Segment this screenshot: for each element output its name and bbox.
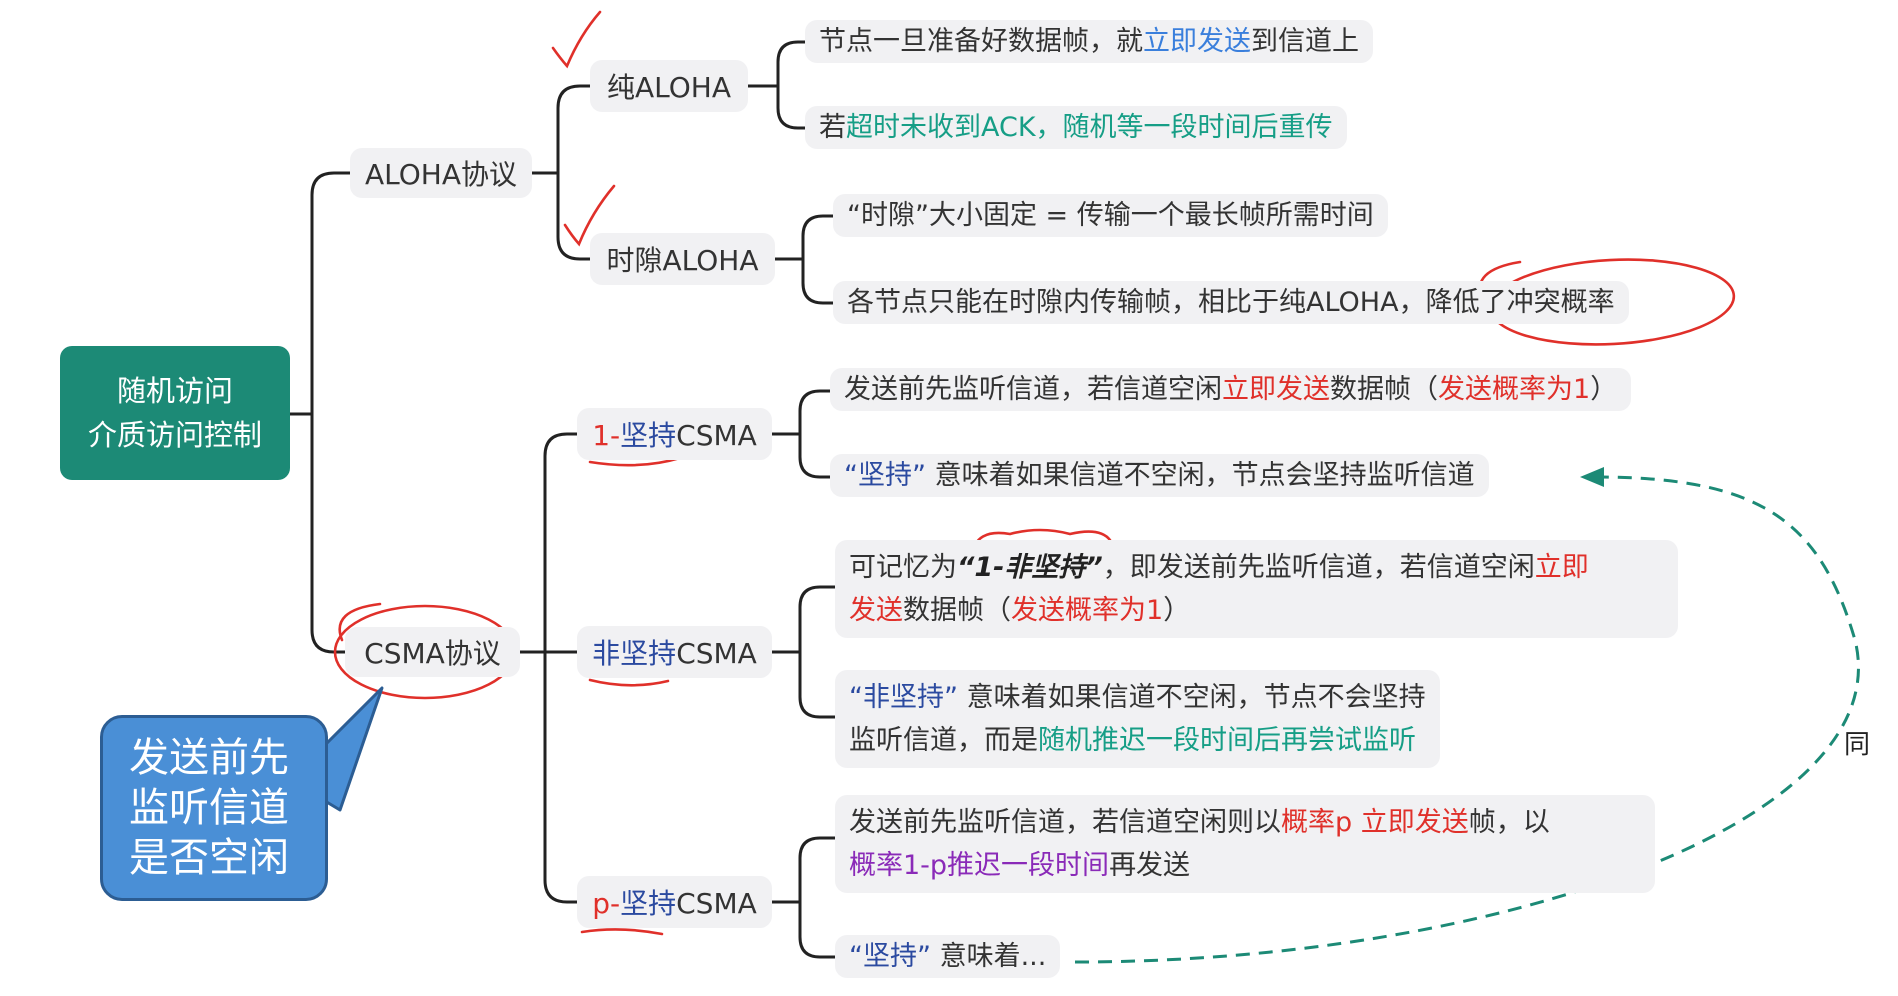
text: 发送前先监听信道，若信道空闲 bbox=[844, 374, 1222, 405]
highlight-text: 发送概率为1 bbox=[1438, 374, 1591, 405]
text: 意味着如果信道不空闲，节点会坚持监听信道 bbox=[925, 460, 1475, 491]
text: 数据帧（ bbox=[1330, 374, 1438, 405]
slotted-aloha-detail-1: “时隙”大小固定 = 传输一个最长帧所需时间 bbox=[833, 194, 1388, 237]
text: ，即发送前先监听信道，若信道空闲 bbox=[1102, 552, 1535, 583]
non-persistent-detail-1: 可记忆为“1-非坚持”，即发送前先监听信道，若信道空闲立即发送数据帧（发送概率为… bbox=[835, 540, 1678, 638]
text: 意味着如果信道不空闲，节点不会坚持 bbox=[957, 682, 1426, 713]
text: 降低了冲突概率 bbox=[1425, 287, 1615, 318]
highlight-text: 发送概率为1 bbox=[1011, 595, 1164, 626]
text: 若 bbox=[819, 112, 846, 143]
text: 数据帧（ bbox=[903, 595, 1011, 626]
highlight-text: 发送 bbox=[849, 595, 903, 626]
label-main: 非坚持 bbox=[592, 637, 677, 670]
aloha-label: ALOHA协议 bbox=[364, 158, 517, 191]
callout-line3: 是否空闲 bbox=[129, 835, 289, 881]
highlight-text: 立即发送 bbox=[1143, 26, 1251, 57]
quoted-term: “坚持” bbox=[844, 460, 926, 491]
root-node: 随机访问 介质访问控制 bbox=[60, 346, 290, 480]
underline bbox=[588, 456, 682, 467]
text: 到信道上 bbox=[1251, 26, 1359, 57]
label-main: 坚持 bbox=[620, 887, 677, 920]
arrow-head-icon bbox=[1580, 467, 1604, 487]
text: 可记忆为 bbox=[849, 552, 957, 583]
one-persistent-detail-1: 发送前先监听信道，若信道空闲立即发送数据帧（发送概率为1） bbox=[830, 368, 1632, 411]
root-line1: 随机访问 bbox=[116, 374, 233, 408]
pure-aloha-detail-1: 节点一旦准备好数据帧，就立即发送到信道上 bbox=[805, 20, 1373, 63]
p-persistent-detail-1: 发送前先监听信道，若信道空闲则以概率p 立即发送帧，以概率1-p推迟一段时间再发… bbox=[835, 795, 1655, 893]
callout-line1: 发送前先 bbox=[129, 735, 289, 781]
pure-aloha-label: 纯ALOHA bbox=[606, 71, 731, 104]
text: 监听信道，而是 bbox=[849, 725, 1038, 756]
text: ） bbox=[1590, 374, 1618, 405]
label-main: 坚持 bbox=[620, 419, 677, 452]
p-persistent-detail-2: “坚持” 意味着... bbox=[835, 935, 1061, 978]
text: 各节点只能在时隙内传输帧，相比于纯ALOHA， bbox=[847, 287, 1426, 318]
text: 发送前先监听信道，若信道空闲则以 bbox=[849, 807, 1281, 838]
slotted-aloha-label: 时隙ALOHA bbox=[606, 244, 759, 277]
label-suffix: CSMA bbox=[676, 637, 757, 670]
slotted-aloha-detail-2: 各节点只能在时隙内传输帧，相比于纯ALOHA，降低了冲突概率 bbox=[833, 281, 1629, 324]
one-persistent-node: 1-坚持CSMA bbox=[577, 408, 772, 460]
text: 帧，以 bbox=[1468, 807, 1550, 838]
highlight-text: 立即 bbox=[1534, 552, 1589, 583]
text: “时隙”大小固定 = 传输一个最长帧所需时间 bbox=[847, 200, 1374, 231]
root-line2: 介质访问控制 bbox=[87, 418, 262, 452]
text: 再发送 bbox=[1109, 850, 1191, 881]
csma-node: CSMA协议 bbox=[345, 627, 520, 677]
check-mark-icon bbox=[563, 184, 616, 247]
quoted-term: “坚持” bbox=[849, 941, 931, 972]
slotted-aloha-node: 时隙ALOHA bbox=[590, 233, 775, 285]
pure-aloha-node: 纯ALOHA bbox=[590, 60, 748, 112]
underline bbox=[588, 678, 670, 687]
non-persistent-detail-2: “非坚持” 意味着如果信道不空闲，节点不会坚持监听信道，而是随机推迟一段时间后再… bbox=[835, 670, 1440, 768]
same-label: 同 bbox=[1844, 730, 1871, 760]
one-persistent-detail-2: “坚持” 意味着如果信道不空闲，节点会坚持监听信道 bbox=[830, 454, 1489, 497]
highlight-text: 概率1-p推迟一段时间 bbox=[849, 850, 1110, 881]
highlight-text: 随机推迟一段时间后再尝试监听 bbox=[1038, 725, 1416, 756]
non-persistent-node: 非坚持CSMA bbox=[577, 626, 772, 678]
label-prefix: 1- bbox=[592, 419, 621, 452]
label-suffix: CSMA bbox=[676, 419, 757, 452]
quoted-term: “非坚持” bbox=[849, 682, 958, 713]
highlight-text: 概率p 立即发送 bbox=[1281, 807, 1469, 838]
csma-label: CSMA协议 bbox=[364, 637, 501, 670]
text: 节点一旦准备好数据帧，就 bbox=[819, 26, 1143, 57]
check-mark-icon bbox=[551, 10, 602, 69]
underline bbox=[580, 928, 664, 936]
callout-line2: 监听信道 bbox=[129, 785, 289, 831]
p-persistent-node: p-坚持CSMA bbox=[577, 876, 772, 928]
highlight-text: 超时未收到ACK，随机等一段时间后重传 bbox=[846, 112, 1333, 143]
pure-aloha-detail-2: 若超时未收到ACK，随机等一段时间后重传 bbox=[805, 106, 1347, 149]
aloha-node: ALOHA协议 bbox=[350, 148, 532, 198]
highlight-text: 立即发送 bbox=[1222, 374, 1330, 405]
mnemonic-text: “1-非坚持” bbox=[957, 552, 1103, 583]
dashed-arrow bbox=[1074, 475, 1860, 964]
text: 意味着... bbox=[930, 941, 1047, 972]
callout-bubble: 发送前先 监听信道 是否空闲 bbox=[100, 715, 328, 901]
text: ） bbox=[1163, 595, 1191, 626]
label-prefix: p- bbox=[592, 887, 621, 920]
label-suffix: CSMA bbox=[676, 887, 757, 920]
